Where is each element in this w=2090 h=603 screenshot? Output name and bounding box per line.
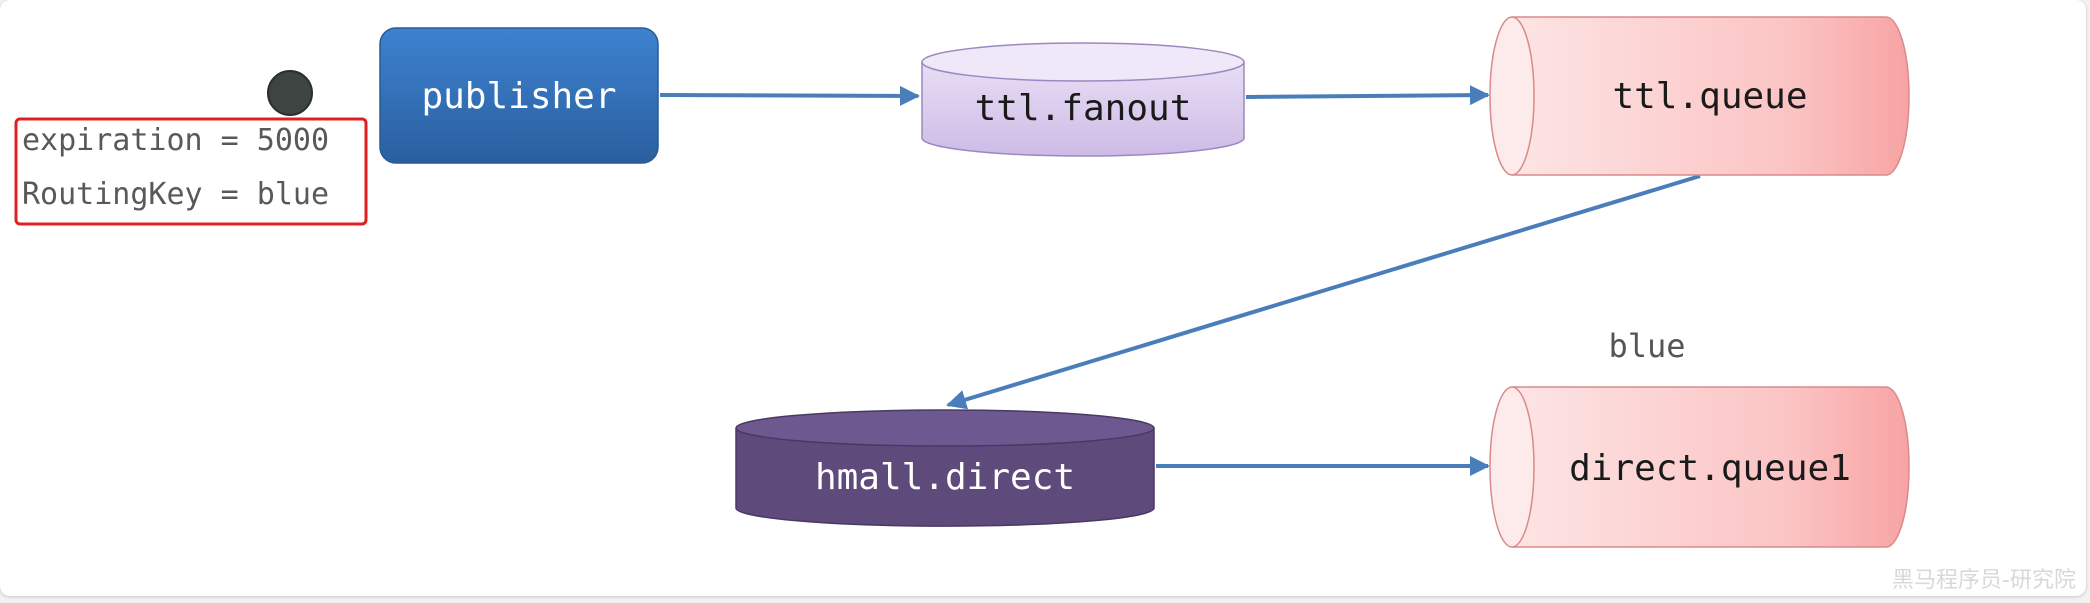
arrow-ttl-fanout-to-ttl-queue [1245,85,1490,106]
arrow-ttl-queue-to-hmall-direct [946,174,1701,410]
message-dot [267,70,313,116]
arrow-publisher-to-ttl-fanout [659,85,920,106]
ttl-fanout-label: ttl.fanout [975,88,1192,129]
message-routing-key-text: RoutingKey = blue [22,177,329,212]
hmall-direct-label: hmall.direct [815,457,1075,498]
direct-queue1-label: direct.queue1 [1569,448,1851,489]
ttl-fanout-exchange[interactable]: ttl.fanout [921,42,1245,157]
watermark-text: 黑马程序员-研究院 [1892,568,2076,593]
ttl-queue-node[interactable]: ttl.queue [1489,16,1910,176]
publisher-label: publisher [421,76,616,117]
hmall-direct-exchange[interactable]: hmall.direct [735,409,1155,527]
direct-queue1-node[interactable]: direct.queue1 [1489,386,1910,548]
connector-arrows [659,85,1701,476]
message-properties-box: expiration = 5000 RoutingKey = blue [14,117,368,226]
message-expiration-text: expiration = 5000 [22,123,329,158]
binding-key-label: blue [1608,327,1685,365]
ttl-queue-label: ttl.queue [1612,76,1807,117]
publisher-node[interactable]: publisher [379,27,659,164]
